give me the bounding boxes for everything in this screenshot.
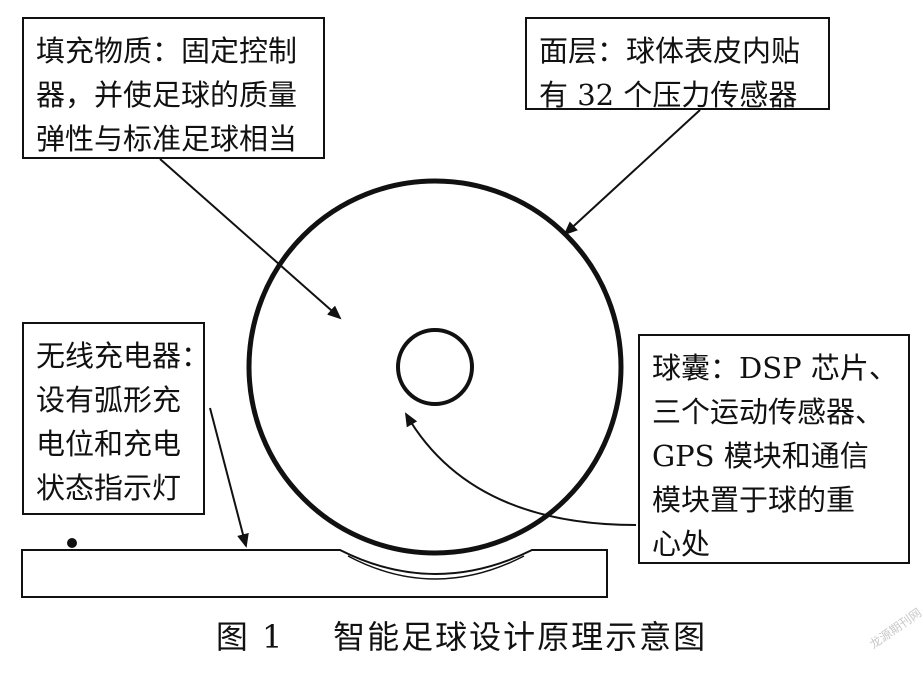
wireless-charger-line-4: 状态指示灯: [36, 471, 182, 505]
charger-cradle-curve: [347, 555, 525, 580]
bladder-line-2: 三个运动传感器、: [652, 395, 885, 429]
wireless-charger-line-3: 电位和充电: [36, 427, 182, 461]
bladder-line-1: 球囊：DSP 芯片、: [652, 351, 898, 385]
fill-material-line-2: 器，并使足球的质量: [36, 78, 298, 112]
surface-layer-label-box: 面层：球体表皮内贴 有 32 个压力传感器: [525, 17, 830, 112]
arrow-wireless-charger: [209, 407, 249, 548]
bladder-line-3: GPS 模块和通信: [652, 439, 869, 473]
arrow-surface-layer: [563, 109, 701, 236]
fill-material-line-3: 弹性与标准足球相当: [36, 122, 298, 156]
wireless-charger-line-1: 无线充电器：: [36, 339, 211, 373]
bladder-line-4: 模块置于球的重: [652, 483, 856, 517]
figure-caption: 图 1 智能足球设计原理示意图: [215, 618, 708, 656]
wireless-charger-line-2: 设有弧形充: [36, 383, 182, 417]
bladder-line-5: 心处: [652, 527, 711, 561]
indicator-light-dot: [67, 538, 77, 548]
fill-material-line-1: 填充物质：固定控制: [36, 34, 298, 68]
surface-layer-line-2: 有 32 个压力传感器: [539, 78, 798, 112]
fill-material-label-box: 填充物质：固定控制 器，并使足球的质量 弹性与标准足球相当: [22, 17, 325, 159]
arrow-bladder: [405, 412, 637, 526]
bladder-label-box: 球囊：DSP 芯片、 三个运动传感器、 GPS 模块和通信 模块置于球的重 心处: [638, 334, 910, 564]
arrow-fill-material: [159, 158, 342, 320]
charger-base: [21, 549, 608, 598]
surface-layer-line-1: 面层：球体表皮内贴: [539, 34, 801, 68]
wireless-charger-label-box: 无线充电器： 设有弧形充 电位和充电 状态指示灯: [22, 322, 211, 515]
football-outer-circle: [246, 178, 624, 556]
bladder-inner-circle: [396, 328, 474, 406]
